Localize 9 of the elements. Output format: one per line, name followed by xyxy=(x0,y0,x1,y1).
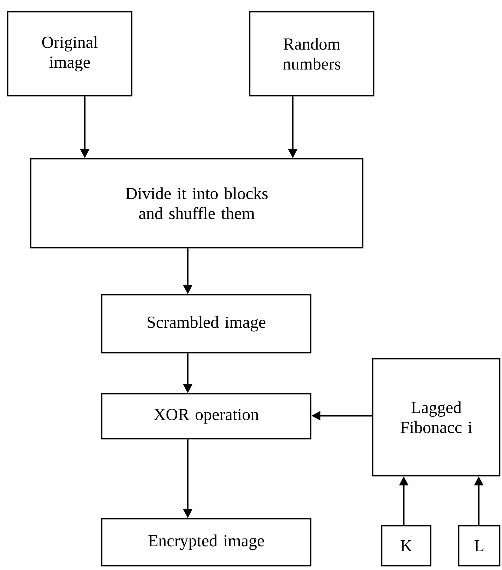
process-box: XOR operation xyxy=(101,393,312,440)
process-box: Scrambled image xyxy=(101,294,312,354)
process-box: Divide it into blocks and shuffle them xyxy=(30,158,364,249)
process-box: L xyxy=(458,525,501,567)
process-box: Original image xyxy=(7,11,133,97)
process-box: Random numbers xyxy=(249,11,375,97)
process-box: Encrypted image xyxy=(101,518,312,567)
process-box: K xyxy=(381,525,432,567)
process-box: Lagged Fibonacc i xyxy=(372,358,501,477)
